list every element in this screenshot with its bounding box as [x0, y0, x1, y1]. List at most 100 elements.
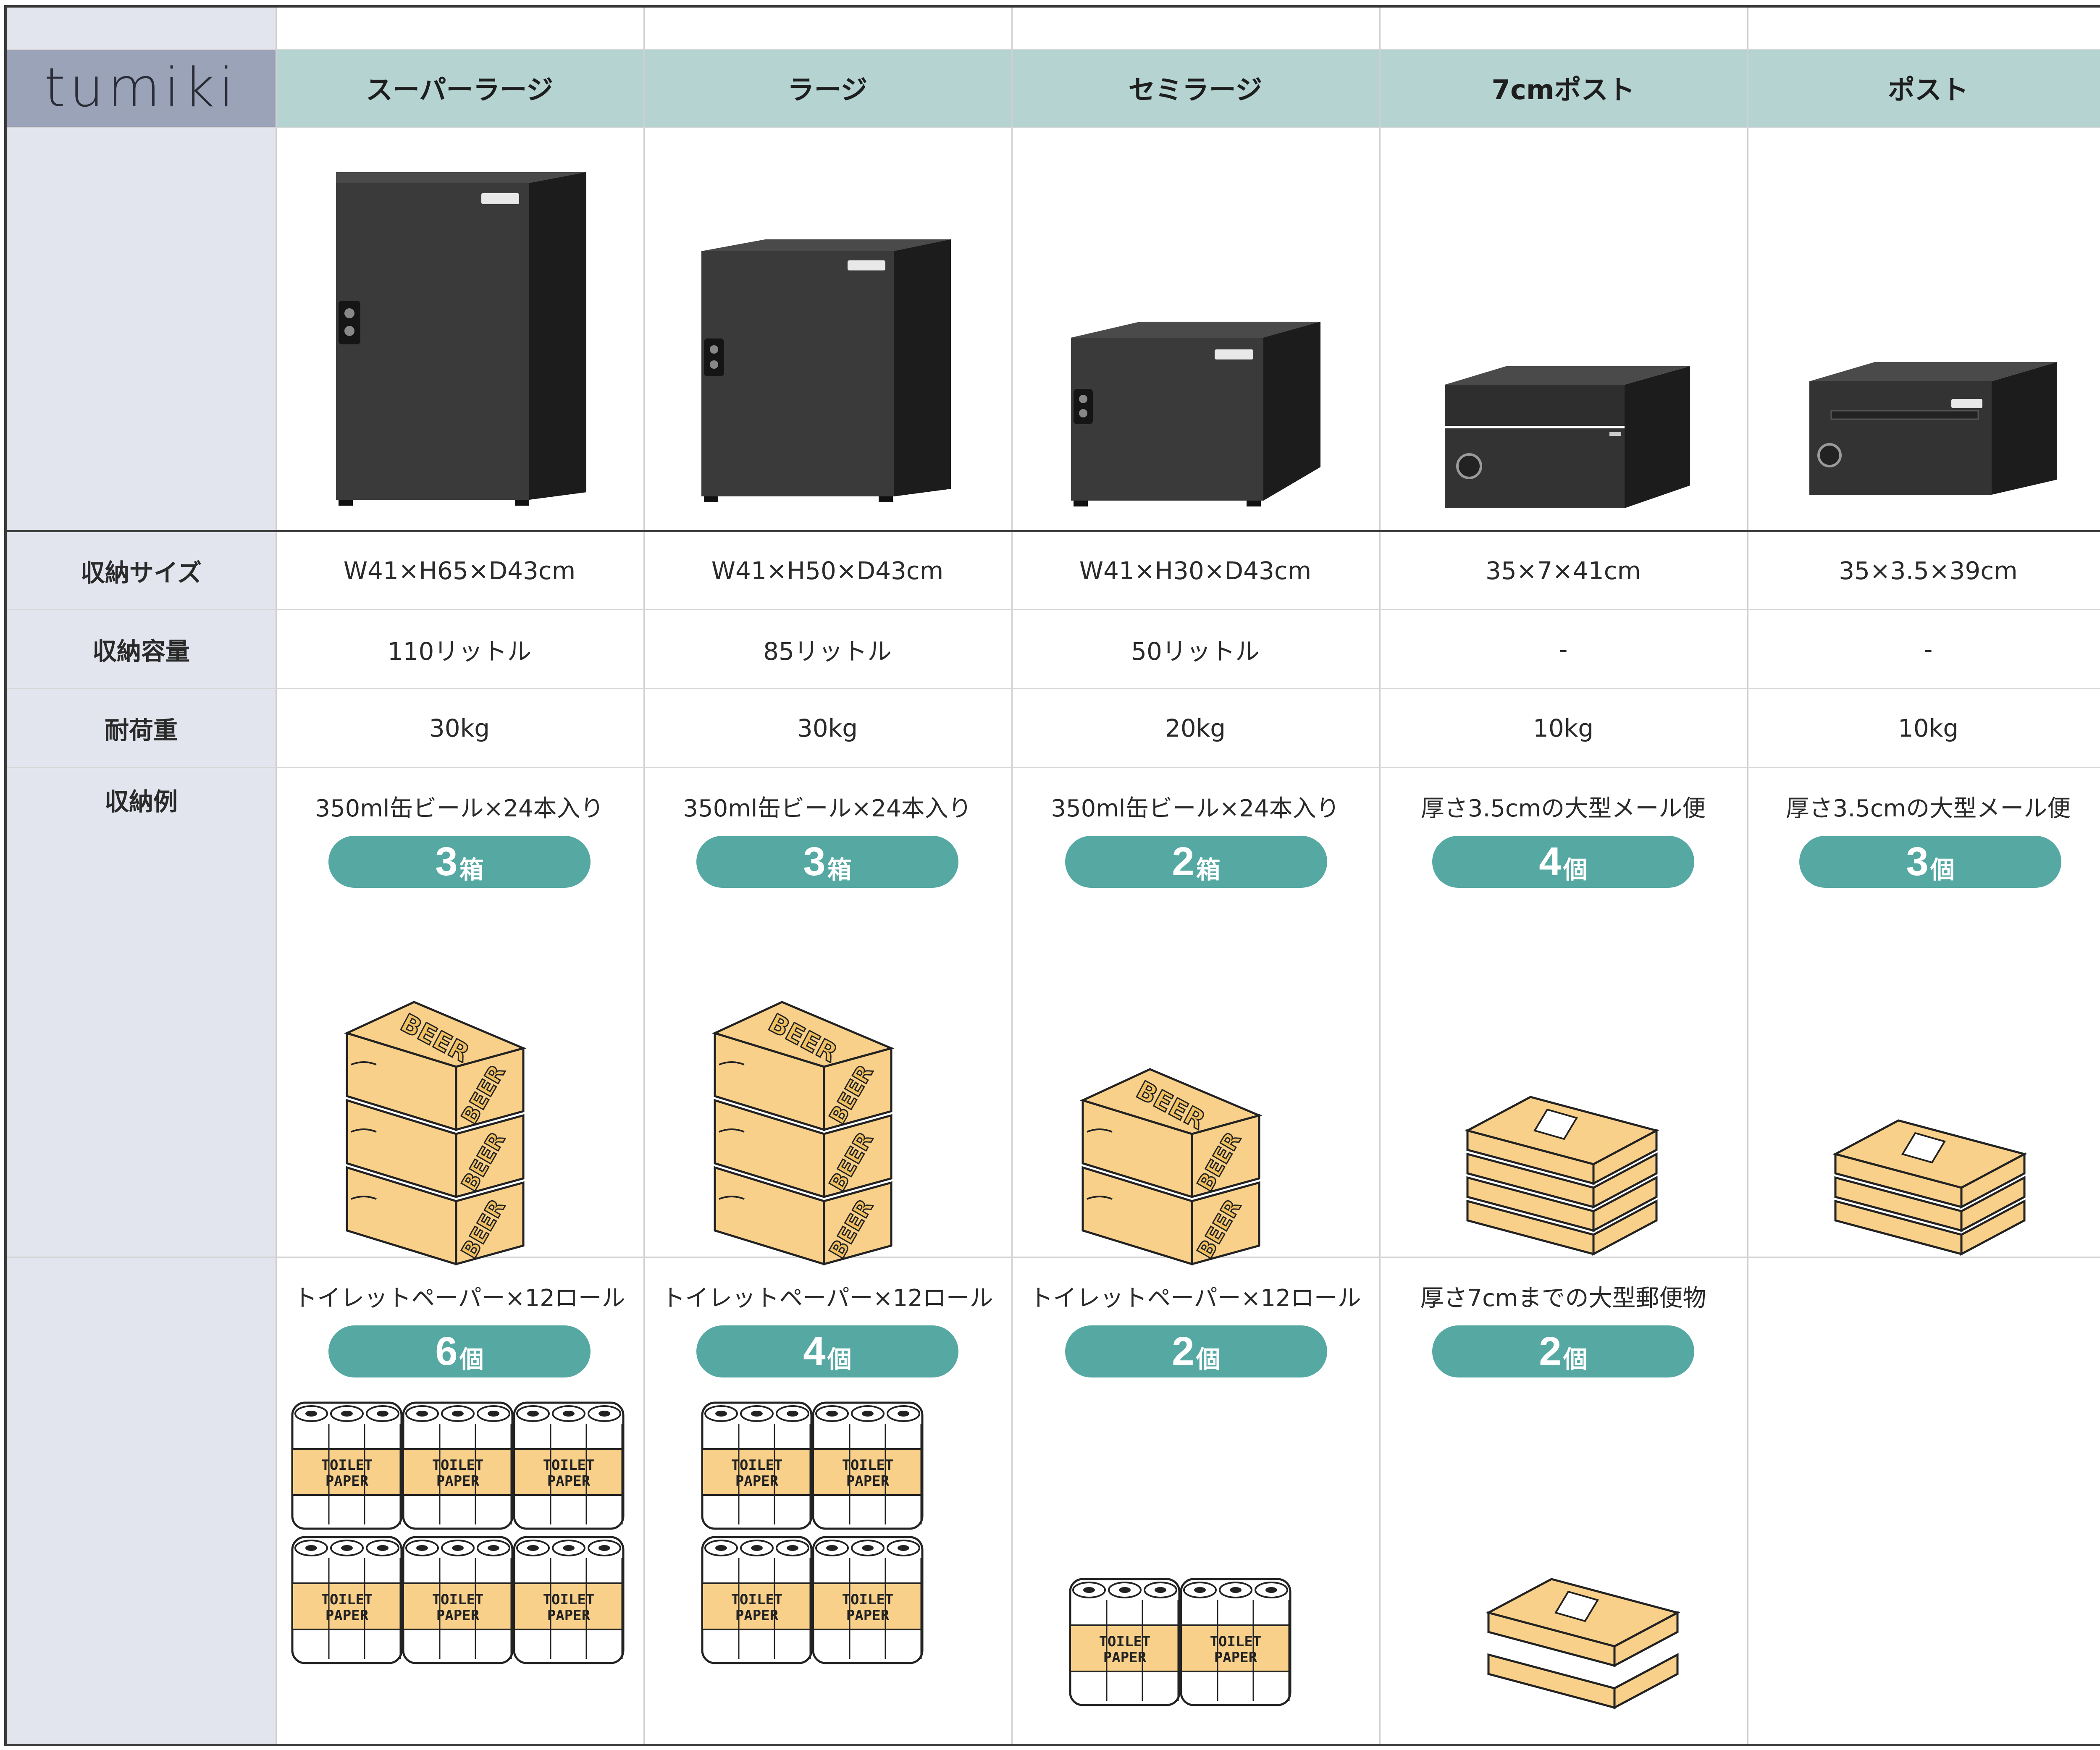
size-value: 35×7×41cm: [1485, 556, 1641, 585]
toilet-paper-label-text: TOILET: [842, 1591, 894, 1608]
column-divider: [1011, 5, 1013, 1746]
example-caption: 厚さ7cmまでの大型郵便物: [1420, 1285, 1706, 1312]
column-header-post: ポスト: [1888, 75, 1969, 106]
size-value: W41×H50×D43cm: [711, 556, 944, 585]
load-value: 10kg: [1898, 714, 1959, 743]
toilet-paper-label-text: PAPER: [436, 1607, 480, 1624]
toilet-paper-label-text: PAPER: [735, 1473, 779, 1490]
toilet-paper-label-text: PAPER: [326, 1607, 369, 1624]
column-divider: [276, 5, 277, 1746]
product-image-7cm-post: [1445, 366, 1690, 508]
load-value: 10kg: [1533, 714, 1594, 743]
count-number: 3: [1906, 839, 1929, 884]
count-unit: 個: [1196, 1345, 1221, 1374]
row-label-size: 収納サイズ: [80, 559, 202, 587]
count-number: 2: [1539, 1329, 1562, 1374]
count-unit: 個: [1930, 855, 1955, 884]
count-number: 4: [1539, 839, 1562, 884]
toilet-paper-label-text: TOILET: [543, 1591, 595, 1608]
example-caption: 350ml缶ビール×24本入り: [683, 795, 972, 822]
toilet-paper-label-text: PAPER: [436, 1473, 480, 1490]
capacity-value: -: [1559, 635, 1568, 664]
count-number: 4: [803, 1329, 826, 1374]
toilet-paper-label-text: TOILET: [432, 1457, 484, 1474]
product-image-large: [701, 239, 951, 502]
toilet-paper-label-text: TOILET: [432, 1591, 484, 1608]
count-unit: 箱: [1196, 855, 1221, 884]
toilet-paper-label-text: TOILET: [321, 1591, 373, 1608]
toilet-paper-pack-illustration: TOILETPAPERTOILETPAPERTOILETPAPERTOILETP…: [291, 1401, 625, 1664]
count-number: 6: [435, 1329, 458, 1374]
toilet-paper-label-text: PAPER: [1214, 1649, 1257, 1666]
row-divider: [4, 767, 2100, 768]
column-header-semi-large: セミラージ: [1128, 75, 1263, 106]
column-divider: [1379, 5, 1381, 1746]
count-unit: 個: [827, 1345, 852, 1374]
label-column: [7, 8, 276, 1744]
toilet-paper-label-text: PAPER: [547, 1607, 591, 1624]
count-unit: 個: [1563, 1345, 1588, 1374]
capacity-value: 50リットル: [1131, 637, 1260, 666]
row-label-load: 耐荷重: [104, 716, 178, 745]
load-value: 20kg: [1165, 714, 1226, 743]
toilet-paper-label-text: TOILET: [543, 1457, 595, 1474]
toilet-paper-label-text: PAPER: [846, 1607, 890, 1624]
mail-packet-stack-illustration: [1832, 1119, 2027, 1256]
count-unit: 箱: [827, 855, 852, 884]
row-divider: [4, 49, 2100, 50]
example-caption: 350ml缶ビール×24本入り: [1051, 795, 1340, 822]
example-caption: 厚さ3.5cmの大型メール便: [1420, 795, 1706, 822]
product-image-semi-large: [1071, 322, 1320, 506]
toilet-paper-label-text: TOILET: [842, 1457, 894, 1474]
count-unit: 個: [459, 1345, 484, 1374]
count-number: 2: [1172, 839, 1194, 884]
header-band: [276, 49, 2100, 127]
toilet-paper-pack-illustration: TOILETPAPERTOILETPAPERTOILETPAPERTOILETP…: [701, 1401, 924, 1664]
toilet-paper-label-text: TOILET: [731, 1591, 783, 1608]
table-frame: [4, 5, 2100, 1746]
capacity-value: 85リットル: [763, 637, 892, 666]
example-caption: トイレットペーパー×12ロール: [662, 1285, 993, 1312]
count-number: 3: [803, 839, 826, 884]
count-number: 3: [435, 839, 458, 884]
column-header-super-large: スーパーラージ: [365, 75, 554, 106]
toilet-paper-label-text: TOILET: [731, 1457, 783, 1474]
toilet-paper-label-text: PAPER: [1103, 1649, 1147, 1666]
row-divider: [4, 609, 2100, 610]
row-divider: [4, 127, 2100, 128]
row-label-examples: 収納例: [104, 787, 178, 816]
toilet-paper-label-text: TOILET: [1099, 1633, 1151, 1650]
row-divider: [4, 530, 2100, 532]
example-caption: トイレットペーパー×12ロール: [1029, 1285, 1361, 1312]
product-image-super-large: [336, 172, 586, 506]
size-value: W41×H65×D43cm: [343, 556, 576, 585]
row-divider: [4, 1257, 2100, 1258]
size-value: W41×H30×D43cm: [1079, 556, 1312, 585]
load-value: 30kg: [429, 714, 490, 743]
load-value: 30kg: [797, 714, 858, 743]
column-header-large: ラージ: [787, 75, 868, 106]
column-divider: [1747, 5, 1748, 1746]
toilet-paper-label-text: PAPER: [735, 1607, 779, 1624]
count-unit: 箱: [459, 855, 484, 884]
toilet-paper-label-text: TOILET: [1210, 1633, 1262, 1650]
capacity-value: -: [1924, 635, 1933, 664]
capacity-value: 110リットル: [387, 637, 532, 666]
example-caption: トイレットペーパー×12ロール: [294, 1285, 625, 1312]
toilet-paper-label-text: PAPER: [846, 1473, 890, 1490]
brand-cell: tumiki: [7, 49, 276, 127]
row-label-capacity: 収納容量: [92, 637, 190, 666]
count-unit: 個: [1563, 855, 1588, 884]
